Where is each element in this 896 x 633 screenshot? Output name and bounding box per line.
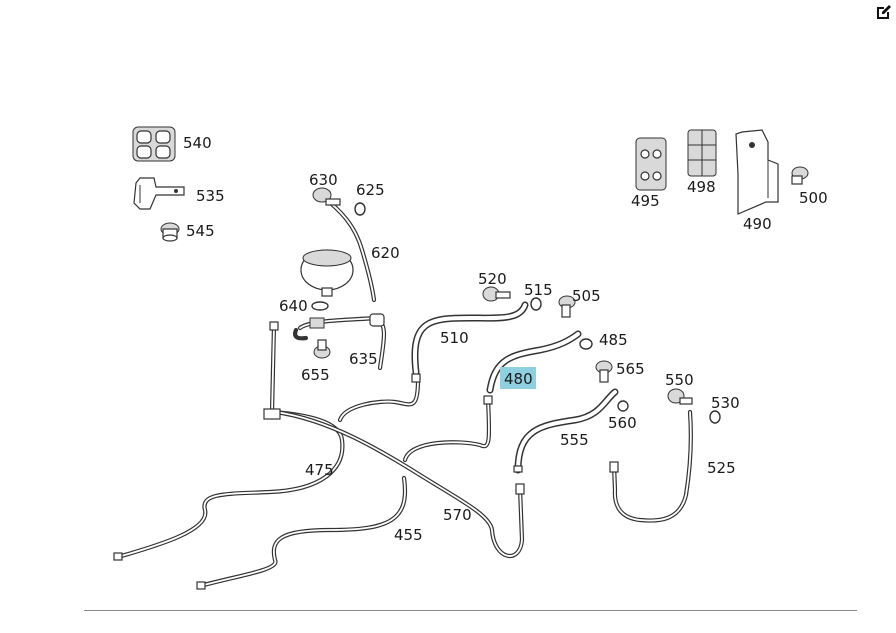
label-485[interactable]: 485 xyxy=(599,331,628,349)
label-505[interactable]: 505 xyxy=(572,287,601,305)
part-630-bolt xyxy=(312,187,341,206)
label-555[interactable]: 555 xyxy=(560,431,589,449)
part-545-nut xyxy=(160,222,180,242)
part-485-washer xyxy=(579,338,593,350)
part-accumulator xyxy=(300,249,354,297)
part-455-line xyxy=(197,475,408,589)
part-570-line xyxy=(273,377,525,559)
part-535-bracket xyxy=(133,177,185,210)
part-480-hose xyxy=(486,330,582,394)
line-fittings xyxy=(113,321,619,590)
label-655[interactable]: 655 xyxy=(301,366,330,384)
part-505-bolt xyxy=(558,295,576,318)
highlight-480 xyxy=(500,367,536,389)
label-455[interactable]: 455 xyxy=(394,526,423,544)
part-525-line xyxy=(611,409,693,523)
part-560-washer xyxy=(617,400,629,412)
part-635-valve-block xyxy=(293,313,387,371)
part-530-washer xyxy=(709,410,721,424)
label-510[interactable]: 510 xyxy=(440,329,469,347)
label-565[interactable]: 565 xyxy=(616,360,645,378)
label-625[interactable]: 625 xyxy=(356,181,385,199)
label-530[interactable]: 530 xyxy=(711,394,740,412)
label-535[interactable]: 535 xyxy=(196,187,225,205)
label-570[interactable]: 570 xyxy=(443,506,472,524)
label-480[interactable]: 480 xyxy=(504,370,533,388)
part-515-washer xyxy=(530,297,542,311)
part-498-clip xyxy=(687,129,717,177)
part-565-bolt xyxy=(595,360,613,383)
label-495[interactable]: 495 xyxy=(631,192,660,210)
label-560[interactable]: 560 xyxy=(608,414,637,432)
part-655-bolt xyxy=(313,339,331,359)
label-620[interactable]: 620 xyxy=(371,244,400,262)
part-520-bolt xyxy=(482,286,511,302)
part-640-seal xyxy=(311,301,329,311)
part-620-line xyxy=(319,193,377,303)
label-475[interactable]: 475 xyxy=(305,461,334,479)
label-545[interactable]: 545 xyxy=(186,222,215,240)
label-515[interactable]: 515 xyxy=(524,281,553,299)
part-555-hose xyxy=(514,388,619,474)
label-520[interactable]: 520 xyxy=(478,270,507,288)
label-540[interactable]: 540 xyxy=(183,134,212,152)
edit-button[interactable] xyxy=(874,2,894,22)
part-625-washer xyxy=(354,202,366,216)
footer-divider xyxy=(84,610,857,611)
label-498[interactable]: 498 xyxy=(687,178,716,196)
part-540-rubber-mount xyxy=(132,126,176,162)
label-630[interactable]: 630 xyxy=(309,171,338,189)
label-500[interactable]: 500 xyxy=(799,189,828,207)
label-525[interactable]: 525 xyxy=(707,459,736,477)
label-490[interactable]: 490 xyxy=(743,215,772,233)
label-640[interactable]: 640 xyxy=(279,297,308,315)
part-500-bolt xyxy=(791,166,809,185)
edit-icon xyxy=(877,5,891,19)
part-510-hose xyxy=(411,301,529,376)
label-635[interactable]: 635 xyxy=(349,350,378,368)
label-550[interactable]: 550 xyxy=(665,371,694,389)
part-475-line xyxy=(115,322,345,560)
part-495-clip xyxy=(635,137,667,191)
part-550-bolt xyxy=(667,388,693,405)
part-490-bracket xyxy=(735,129,779,215)
